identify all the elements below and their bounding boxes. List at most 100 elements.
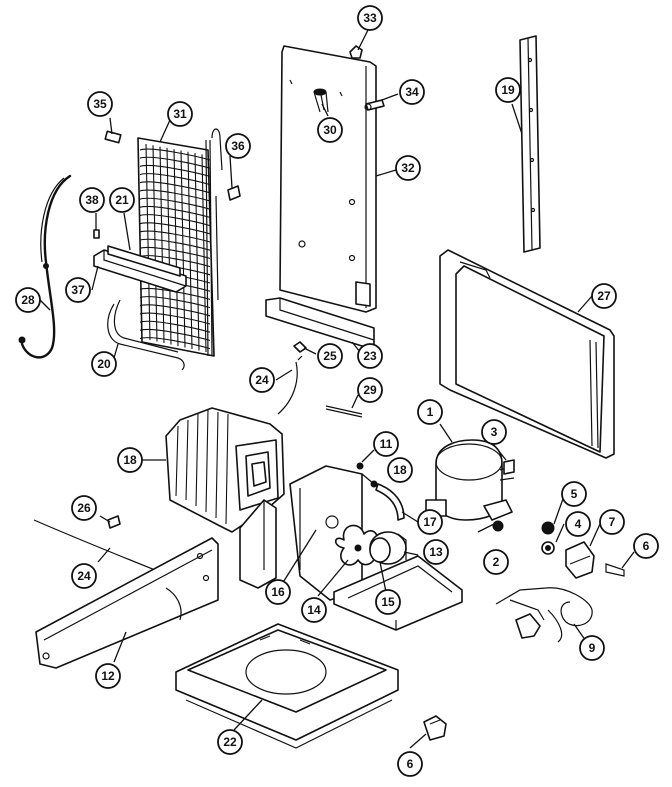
callout-c16: 16 xyxy=(265,579,291,605)
callout-number: 32 xyxy=(401,161,415,175)
fan-motor-part xyxy=(369,531,407,565)
callout-circle xyxy=(249,367,275,393)
callout-c34: 34 xyxy=(399,79,425,105)
callout-circle xyxy=(417,509,443,535)
callout-number: 21 xyxy=(115,193,129,207)
callout-circle xyxy=(91,351,117,377)
callout-c24a: 24 xyxy=(249,367,275,393)
trim-strip-part xyxy=(519,35,541,253)
callout-c25: 25 xyxy=(317,343,343,369)
callout-number: 16 xyxy=(271,585,285,599)
bolt-3-part xyxy=(503,459,515,475)
callout-number: 22 xyxy=(223,735,237,749)
callout-number: 36 xyxy=(231,139,245,153)
callout-c14: 14 xyxy=(301,597,327,623)
callout-circle xyxy=(217,729,243,755)
evaporator-cover-part xyxy=(279,45,377,313)
callout-circle xyxy=(167,101,193,127)
clip-8-part xyxy=(605,563,625,577)
sensor-30-part xyxy=(313,88,329,113)
callout-number: 24 xyxy=(255,373,269,387)
callout-number: 28 xyxy=(21,293,35,307)
pin-34-part xyxy=(364,99,385,111)
callout-circle xyxy=(71,495,97,521)
callout-number: 35 xyxy=(93,97,107,111)
callout-c35: 35 xyxy=(87,91,113,117)
callout-circle xyxy=(399,79,425,105)
callout-c7: 7 xyxy=(599,509,625,535)
callout-number: 17 xyxy=(423,515,437,529)
callout-number: 11 xyxy=(380,437,393,451)
callout-circle xyxy=(317,117,343,143)
compressor-part xyxy=(425,439,515,521)
callout-number: 18 xyxy=(123,453,137,467)
nut-11-part xyxy=(356,462,364,470)
callout-number: 31 xyxy=(173,107,187,121)
callout-circle xyxy=(375,589,401,615)
callout-number: 24 xyxy=(77,569,91,583)
coil-bracket-part xyxy=(93,245,187,293)
callout-c3: 3 xyxy=(481,419,507,445)
callout-c30: 30 xyxy=(317,117,343,143)
callout-circle xyxy=(633,533,659,559)
callout-circle xyxy=(225,133,251,159)
callout-number: 6 xyxy=(643,539,650,553)
callout-circle xyxy=(373,431,399,457)
callout-c17: 17 xyxy=(417,509,443,535)
callout-number: 14 xyxy=(307,603,321,617)
bracket-16-part xyxy=(239,499,277,589)
callout-number: 15 xyxy=(381,595,395,609)
callout-circle xyxy=(395,155,421,181)
callout-number: 25 xyxy=(323,349,337,363)
callout-number: 34 xyxy=(405,85,419,99)
callout-circle xyxy=(561,481,587,507)
callout-circle xyxy=(483,549,509,575)
callout-c37: 37 xyxy=(65,277,91,303)
grommet-2-part xyxy=(492,520,504,532)
callout-c23: 23 xyxy=(357,343,383,369)
callout-circle xyxy=(301,597,327,623)
callout-circle xyxy=(565,511,591,537)
callout-c11: 11 xyxy=(373,431,399,457)
callout-c12: 12 xyxy=(95,663,121,689)
callout-c20: 20 xyxy=(91,351,117,377)
callout-c1: 1 xyxy=(417,399,443,425)
callout-group: 1234566791112131415161718181920212223242… xyxy=(15,5,659,777)
callout-circle xyxy=(71,563,97,589)
callout-number: 6 xyxy=(407,757,414,771)
callout-number: 30 xyxy=(323,123,337,137)
side-panel-part xyxy=(439,249,615,459)
grommet-17-part xyxy=(375,483,405,521)
callout-number: 29 xyxy=(363,383,377,397)
callout-number: 26 xyxy=(77,501,91,515)
callout-c27: 27 xyxy=(591,283,617,309)
callout-circle xyxy=(495,77,521,103)
callout-circle xyxy=(79,187,105,213)
callout-circle xyxy=(265,579,291,605)
power-cord-part xyxy=(495,587,593,643)
callout-number: 5 xyxy=(571,487,578,501)
callout-number: 13 xyxy=(429,545,443,559)
callout-number: 1 xyxy=(427,405,434,419)
callout-c6a: 6 xyxy=(633,533,659,559)
callout-number: 33 xyxy=(363,11,377,25)
callout-number: 19 xyxy=(501,83,515,97)
callout-c19: 19 xyxy=(495,77,521,103)
callout-circle xyxy=(15,287,41,313)
callout-c26: 26 xyxy=(71,495,97,521)
callout-circle xyxy=(317,343,343,369)
drain-hose-part xyxy=(107,299,185,371)
clip-35-part xyxy=(104,130,122,144)
clip-36-part xyxy=(227,185,241,201)
callout-number: 7 xyxy=(609,515,616,529)
callout-circle xyxy=(387,457,413,483)
callout-number: 27 xyxy=(597,289,611,303)
callout-circle xyxy=(117,447,143,473)
callout-circle xyxy=(65,277,91,303)
callout-number: 20 xyxy=(97,357,111,371)
callout-circle xyxy=(87,91,113,117)
callout-circle xyxy=(357,377,383,403)
callout-circle xyxy=(357,343,383,369)
callout-number: 38 xyxy=(85,193,99,207)
